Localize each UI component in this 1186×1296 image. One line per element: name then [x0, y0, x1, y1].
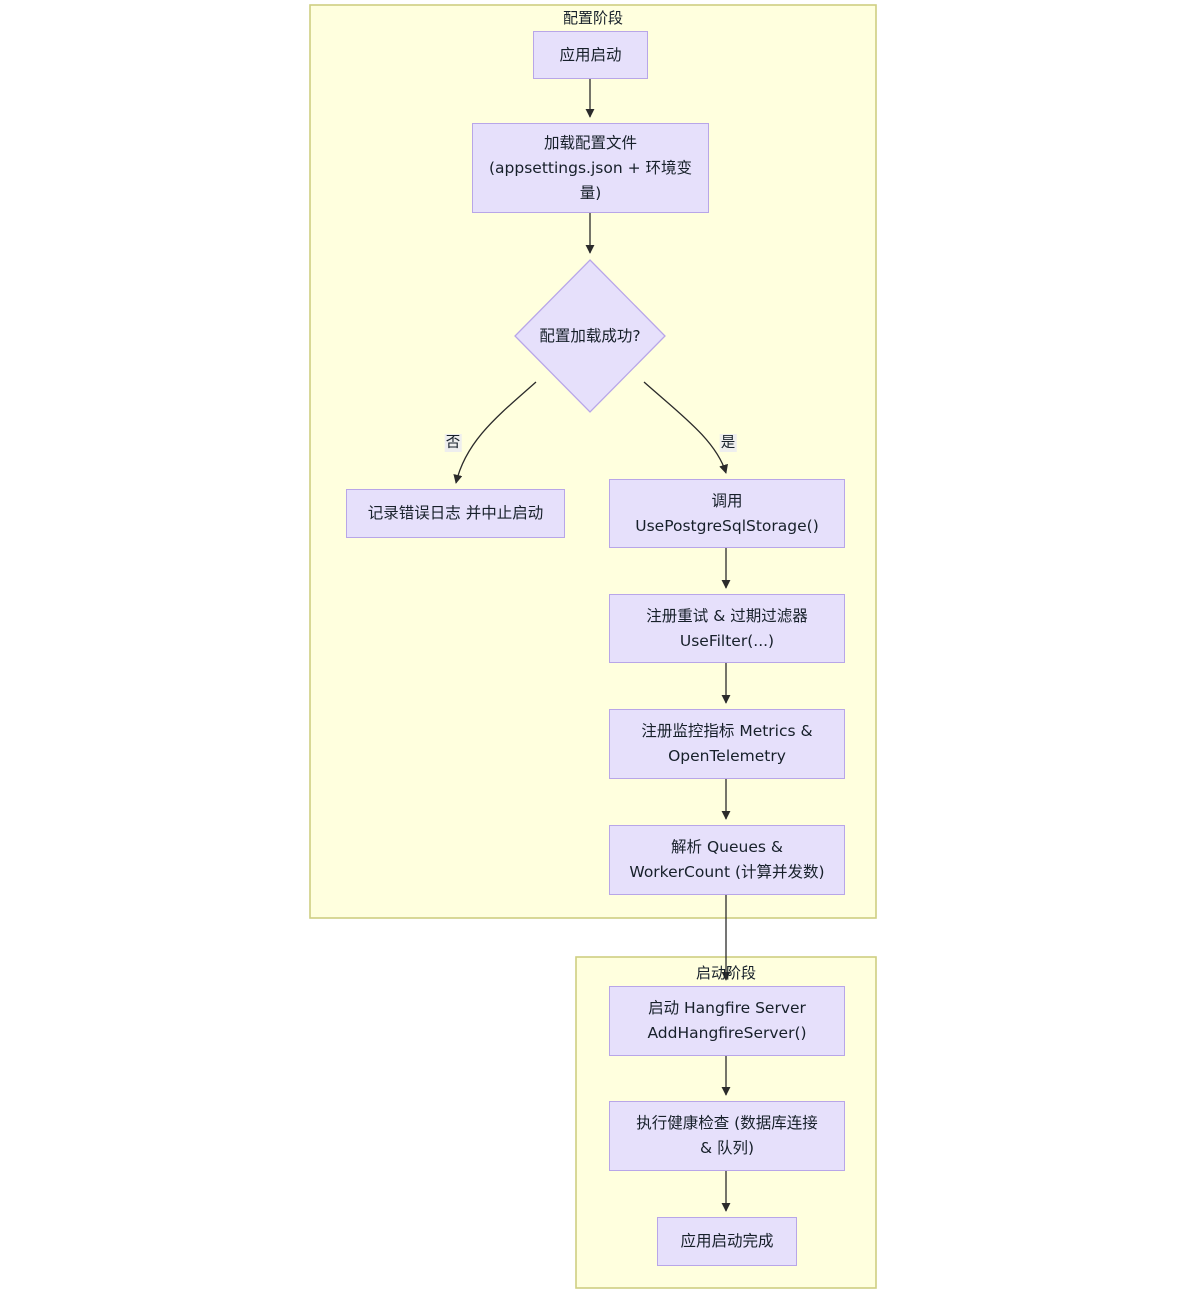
node-metrics-label: 注册监控指标 Metrics & OpenTelemetry — [641, 722, 813, 765]
cluster-title-startup-phase: 启动阶段 — [695, 964, 757, 982]
node-metrics[interactable]: 注册监控指标 Metrics & OpenTelemetry — [609, 709, 845, 779]
node-use-postgres[interactable]: 调用 UsePostgreSqlStorage() — [609, 479, 845, 548]
node-config-ok[interactable]: 配置加载成功? — [514, 259, 666, 413]
edge-label-yes: 是 — [719, 434, 737, 452]
edge-config-ok-to-log-error — [453, 381, 537, 484]
node-hangfire-server-label: 启动 Hangfire Server AddHangfireServer() — [647, 999, 807, 1042]
node-parse-queues[interactable]: 解析 Queues & WorkerCount (计算并发数) — [609, 825, 845, 895]
node-use-filter-label: 注册重试 & 过期过滤器 UseFilter(...) — [646, 606, 808, 650]
edge-config-ok-to-use-postgres — [643, 381, 728, 474]
node-app-start[interactable]: 应用启动 — [533, 31, 648, 79]
node-load-config[interactable]: 加载配置文件 (appsettings.json + 环境变 量) — [472, 123, 709, 213]
node-startup-done[interactable]: 应用启动完成 — [657, 1217, 797, 1266]
node-startup-done-label: 应用启动完成 — [680, 1232, 774, 1250]
node-hangfire-server[interactable]: 启动 Hangfire Server AddHangfireServer() — [609, 986, 845, 1056]
node-health-check[interactable]: 执行健康检查 (数据库连接 & 队列) — [609, 1101, 845, 1171]
cluster-title-config-phase: 配置阶段 — [562, 9, 624, 27]
node-parse-queues-label: 解析 Queues & WorkerCount (计算并发数) — [629, 838, 825, 881]
node-load-config-label: 加载配置文件 (appsettings.json + 环境变 量) — [489, 133, 692, 202]
config-ok-diamond-shape — [514, 259, 666, 413]
node-use-postgres-label: 调用 UsePostgreSqlStorage() — [635, 491, 819, 535]
node-log-error[interactable]: 记录错误日志 并中止启动 — [346, 489, 565, 538]
edge-label-no: 否 — [444, 434, 462, 452]
node-use-filter[interactable]: 注册重试 & 过期过滤器 UseFilter(...) — [609, 594, 845, 663]
node-app-start-label: 应用启动 — [559, 45, 622, 64]
node-log-error-label: 记录错误日志 并中止启动 — [367, 504, 544, 522]
node-config-ok-label: 配置加载成功? — [539, 326, 641, 345]
node-health-check-label: 执行健康检查 (数据库连接 & 队列) — [636, 1114, 818, 1157]
